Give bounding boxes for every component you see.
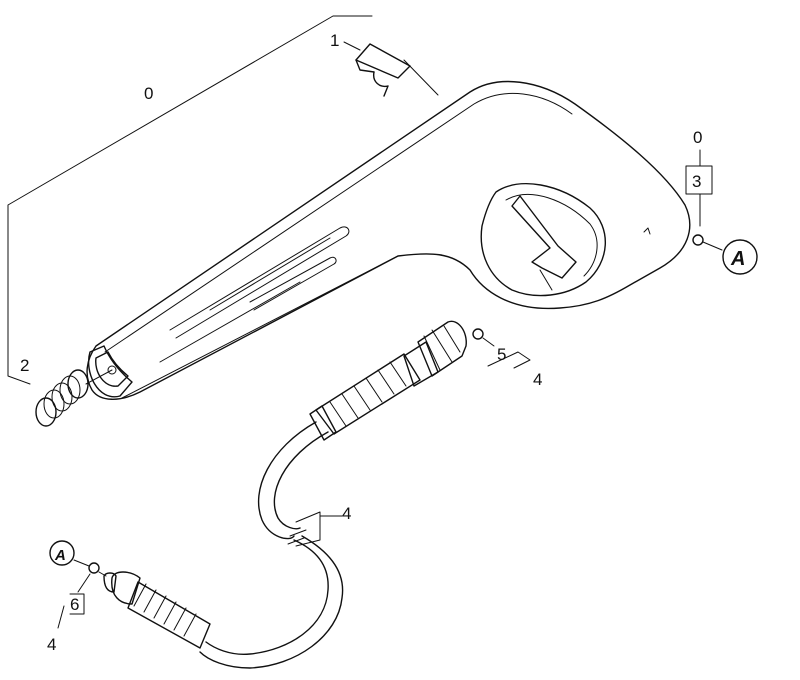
label-4-middle: 4 [342,504,351,523]
label-6-oring: 6 [70,595,79,614]
label-2-spring: 2 [20,356,29,375]
spray-gun-body [86,80,691,400]
label-3-seal: 3 [692,172,701,191]
connector-a-left: A [49,540,75,566]
label-5-oring: 5 [497,345,506,364]
hose-fitting-upper [309,320,495,441]
label-4-lower: 4 [47,635,56,654]
oring-lower-icon [88,562,100,574]
label-4-upper: 4 [533,370,542,389]
oring-right-icon [692,234,704,246]
hose-fitting-lower [103,571,211,649]
label-0-right: 0 [693,128,702,147]
connector-a-right: A [722,239,758,275]
bracket-3 [685,149,713,227]
label-1-clip: 1 [330,31,339,50]
hose [199,421,344,669]
spring-part [35,369,113,427]
svg-text:A: A [54,547,66,564]
svg-text:A: A [730,248,745,270]
clip-part [355,43,411,97]
assembly-bracket-main [7,15,439,385]
label-0-main: 0 [144,84,153,103]
oring-upper-icon [472,328,484,340]
